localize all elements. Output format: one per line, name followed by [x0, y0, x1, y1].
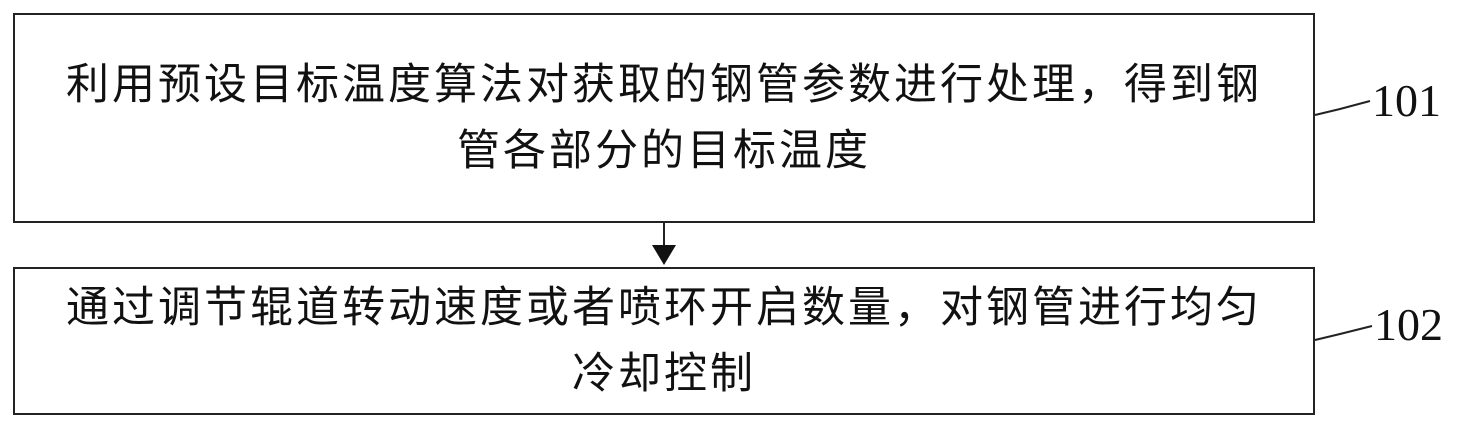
flow-arrow-head — [652, 245, 676, 265]
step-box-101: 利用预设目标温度算法对获取的钢管参数进行处理，得到钢管各部分的目标温度 — [13, 13, 1315, 223]
step-text-102: 通过调节辊道转动速度或者喷环开启数量，对钢管进行均匀冷却控制 — [66, 283, 1262, 399]
step-box-102: 通过调节辊道转动速度或者喷环开启数量，对钢管进行均匀冷却控制 — [13, 267, 1315, 415]
flow-arrow — [652, 223, 676, 265]
step-text-101: 利用预设目标温度算法对获取的钢管参数进行处理，得到钢管各部分的目标温度 — [66, 60, 1262, 176]
ref-leader-102 — [1314, 325, 1373, 341]
ref-leader-101 — [1314, 100, 1371, 116]
ref-label-102: 102 — [1374, 299, 1443, 350]
ref-label-101: 101 — [1372, 75, 1441, 126]
